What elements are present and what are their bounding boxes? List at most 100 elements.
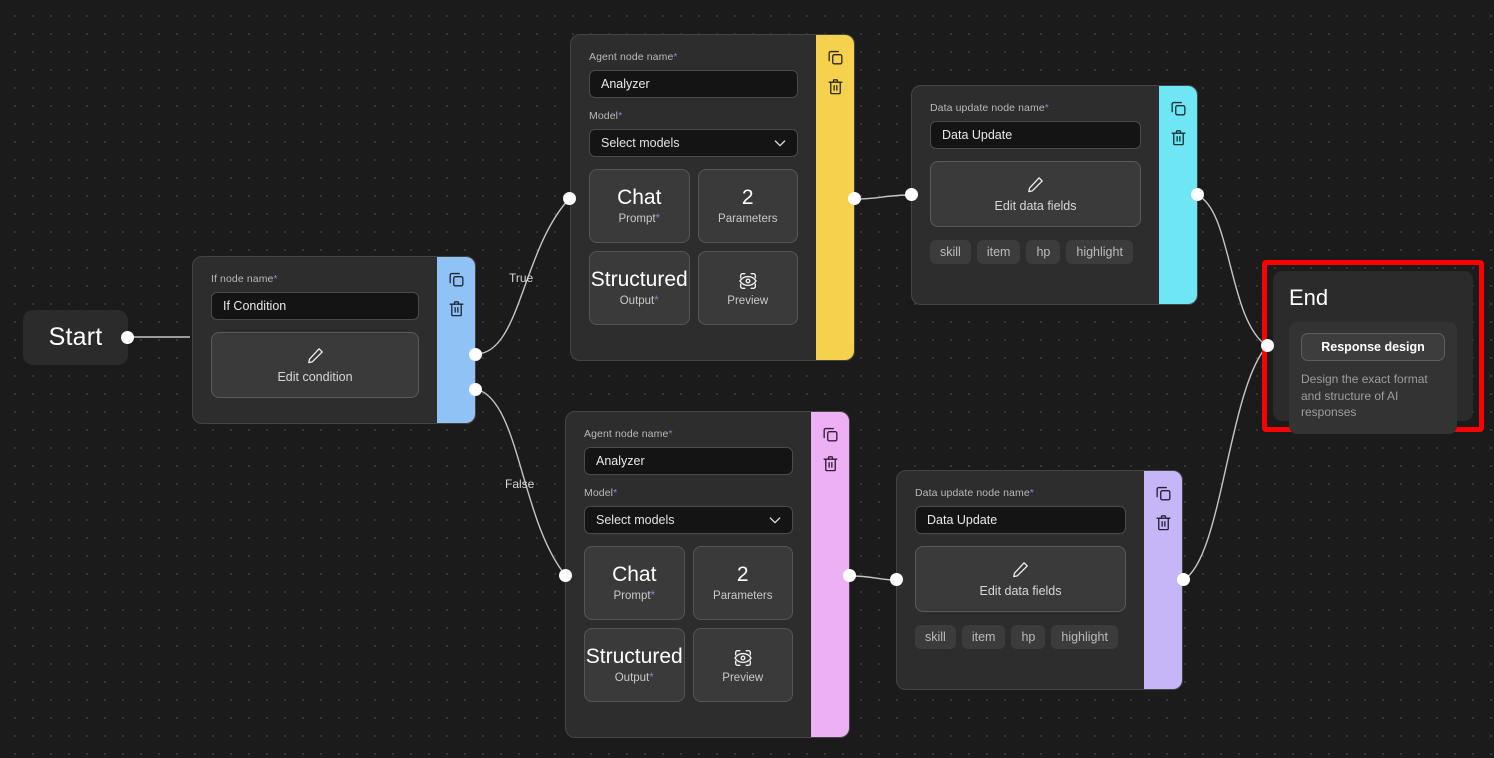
edit-data-fields-button-bottom[interactable]: Edit data fields xyxy=(915,546,1126,612)
chip-hp[interactable]: hp xyxy=(1011,625,1046,649)
data-update-bottom-name-label: Data update node name* xyxy=(915,487,1126,499)
preview-eye-icon xyxy=(733,649,752,666)
required-asterisk: * xyxy=(654,294,659,307)
node-start[interactable]: Start xyxy=(23,310,128,365)
port-data-update-bottom-input[interactable] xyxy=(890,573,903,586)
trash-icon[interactable] xyxy=(821,454,840,473)
data-update-bottom-name-input[interactable]: Data Update xyxy=(915,506,1126,534)
agent-true-model-select[interactable]: Select models xyxy=(589,129,798,157)
required-asterisk: * xyxy=(649,671,654,684)
port-end-input[interactable] xyxy=(1261,339,1274,352)
end-panel: Response design Design the exact format … xyxy=(1289,322,1457,434)
agent-false-model-select[interactable]: Select models xyxy=(584,506,793,534)
if-node-name-input[interactable]: If Condition xyxy=(211,292,419,320)
tile-preview-label: Preview xyxy=(727,294,769,307)
data-update-top-name-input[interactable]: Data Update xyxy=(930,121,1141,149)
edit-data-fields-button-top[interactable]: Edit data fields xyxy=(930,161,1141,227)
node-data-update-top[interactable]: Data update node name* Data Update Edit … xyxy=(911,85,1198,305)
node-data-update-bottom[interactable]: Data update node name* Data Update Edit … xyxy=(896,470,1183,690)
tile-prompt[interactable]: Chat Prompt* xyxy=(589,169,690,243)
tile-prompt[interactable]: Chat Prompt* xyxy=(584,546,685,620)
copy-icon[interactable] xyxy=(1154,484,1173,503)
agent-false-model-label: Model* xyxy=(584,487,793,499)
chip-skill[interactable]: skill xyxy=(930,240,971,264)
tile-parameters[interactable]: 2 Parameters xyxy=(697,169,798,243)
agent-true-model-value: Select models xyxy=(601,136,680,150)
edit-data-fields-label-top: Edit data fields xyxy=(994,199,1077,213)
chip-item[interactable]: item xyxy=(961,625,1006,649)
data-update-top-chips: skill item hp highlight xyxy=(930,240,1141,264)
node-if-condition[interactable]: If node name* If Condition Edit conditio… xyxy=(192,256,476,424)
trash-icon[interactable] xyxy=(1169,128,1188,147)
trash-icon[interactable] xyxy=(826,77,845,96)
port-if-output-true[interactable] xyxy=(469,348,482,361)
agent-false-tiles: Chat Prompt* 2 Parameters Structured Out… xyxy=(584,546,793,702)
port-agent-true-output[interactable] xyxy=(848,192,861,205)
chevron-down-icon xyxy=(774,140,786,147)
tile-output-label-text: Output xyxy=(614,671,650,684)
tile-parameters-label: Parameters xyxy=(713,589,773,602)
edge-dataupdate-top-to-end xyxy=(1196,194,1268,347)
trash-icon[interactable] xyxy=(447,299,466,318)
tile-output[interactable]: Structured Output* xyxy=(589,251,690,325)
chip-highlight[interactable]: highlight xyxy=(1066,240,1133,264)
data-update-top-name-label-text: Data update node name xyxy=(930,102,1045,114)
agent-true-model-label: Model* xyxy=(589,110,798,122)
port-agent-false-output[interactable] xyxy=(843,569,856,582)
tile-output-label: Output* xyxy=(620,295,659,307)
node-agent-false[interactable]: Agent node name* Analyzer Model* Select … xyxy=(565,411,850,738)
copy-icon[interactable] xyxy=(447,270,466,289)
tile-preview[interactable]: Preview xyxy=(692,628,793,702)
edge-agent-to-dataupdate-top xyxy=(854,194,912,200)
tile-output-label-text: Output xyxy=(619,294,655,307)
chip-skill[interactable]: skill xyxy=(915,625,956,649)
response-design-button[interactable]: Response design xyxy=(1301,333,1445,361)
port-data-update-top-input[interactable] xyxy=(905,188,918,201)
agent-true-name-label: Agent node name* xyxy=(589,51,798,63)
chip-item[interactable]: item xyxy=(976,240,1021,264)
data-update-top-name-label: Data update node name* xyxy=(930,102,1141,114)
tile-parameters-value: 2 xyxy=(736,563,749,587)
pencil-icon xyxy=(1028,177,1043,193)
start-label: Start xyxy=(48,323,103,351)
tile-output[interactable]: Structured Output* xyxy=(584,628,685,702)
tile-prompt-value: Chat xyxy=(617,186,662,210)
edit-condition-label: Edit condition xyxy=(277,370,353,384)
agent-true-body: Agent node name* Analyzer Model* Select … xyxy=(571,35,816,360)
agent-true-name-input[interactable]: Analyzer xyxy=(589,70,798,98)
agent-false-name-input[interactable]: Analyzer xyxy=(584,447,793,475)
copy-icon[interactable] xyxy=(826,48,845,67)
required-asterisk: * xyxy=(613,487,618,499)
agent-false-body: Agent node name* Analyzer Model* Select … xyxy=(566,412,811,737)
required-asterisk: * xyxy=(655,212,661,225)
agent-false-model-value: Select models xyxy=(596,513,675,527)
tile-output-value: Structured xyxy=(585,645,683,669)
port-agent-true-input[interactable] xyxy=(563,192,576,205)
copy-icon[interactable] xyxy=(821,425,840,444)
required-asterisk: * xyxy=(618,110,623,122)
port-agent-false-input[interactable] xyxy=(559,569,572,582)
required-asterisk: * xyxy=(1044,102,1049,114)
if-node-name-label: If node name* xyxy=(211,273,419,285)
copy-icon[interactable] xyxy=(1169,99,1188,118)
port-if-output-false[interactable] xyxy=(469,383,482,396)
agent-true-model-label-text: Model xyxy=(589,110,619,122)
agent-false-accent-bar xyxy=(811,412,849,737)
port-data-update-bottom-output[interactable] xyxy=(1177,573,1190,586)
agent-false-model-label-text: Model xyxy=(584,487,614,499)
trash-icon[interactable] xyxy=(1154,513,1173,532)
node-end[interactable]: End Response design Design the exact for… xyxy=(1273,271,1473,434)
tile-preview[interactable]: Preview xyxy=(697,251,798,325)
chip-hp[interactable]: hp xyxy=(1026,240,1061,264)
agent-true-tiles: Chat Prompt* 2 Parameters Structured Out… xyxy=(589,169,798,325)
agent-true-name-value: Analyzer xyxy=(601,77,650,91)
chip-highlight[interactable]: highlight xyxy=(1051,625,1118,649)
tile-parameters[interactable]: 2 Parameters xyxy=(692,546,793,620)
port-start-output[interactable] xyxy=(121,331,134,344)
node-agent-true[interactable]: Agent node name* Analyzer Model* Select … xyxy=(570,34,855,361)
port-data-update-top-output[interactable] xyxy=(1191,188,1204,201)
data-update-bottom-chips: skill item hp highlight xyxy=(915,625,1126,649)
edit-condition-button[interactable]: Edit condition xyxy=(211,332,419,398)
edge-label-false: False xyxy=(505,477,535,491)
